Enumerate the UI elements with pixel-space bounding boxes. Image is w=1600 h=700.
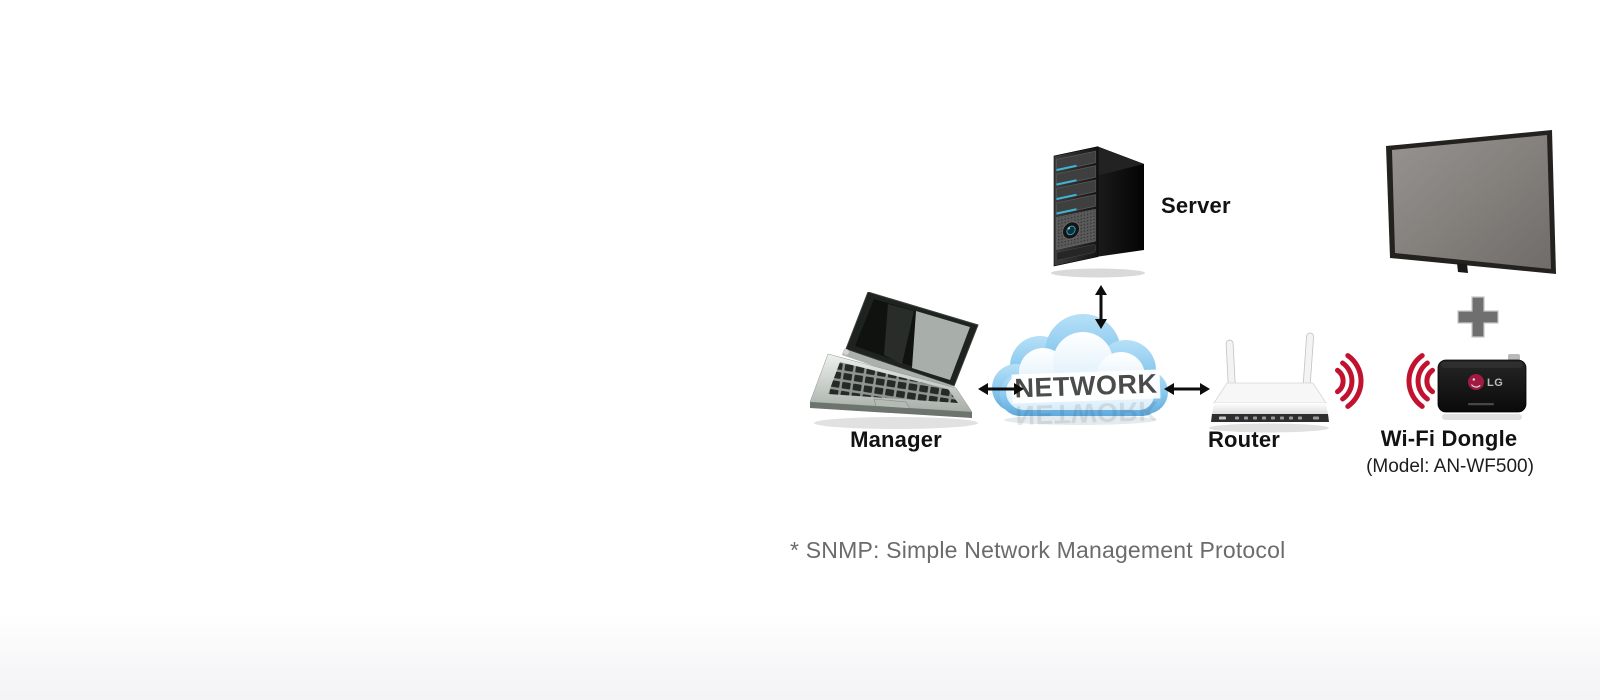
router-label: Router (1207, 427, 1281, 452)
arrow-manager-network (978, 383, 1024, 395)
network-label-reflection: NETWORK (1015, 395, 1159, 428)
arrow-network-router (1164, 383, 1210, 395)
network-label: NETWORK (1014, 369, 1158, 404)
cloud-icon: NETWORK NETWORK (992, 314, 1168, 428)
lg-logo: LG (1468, 374, 1503, 390)
server-label: Server (1161, 193, 1231, 218)
arrow-server-network (1095, 285, 1107, 329)
manager-label: Manager (850, 427, 942, 452)
wifi-dongle-label: Wi-Fi Dongle (1380, 426, 1518, 451)
plus-icon (1457, 296, 1499, 338)
snmp-footnote: * SNMP: Simple Network Management Protoc… (790, 537, 1286, 563)
wifi-dongle-icon: LG (1437, 354, 1527, 420)
wifi-dongle-model-label: (Model: AN-WF500) (1366, 456, 1534, 477)
lg-logo-text: LG (1487, 377, 1503, 389)
page-footer-fade (0, 612, 1600, 700)
wifi-signal-waves-dongle-icon (1406, 353, 1435, 409)
tv-display-icon (1386, 130, 1556, 274)
wireless-router-icon (1209, 332, 1329, 433)
laptop-icon (809, 292, 979, 429)
server-tower-icon (1051, 146, 1145, 278)
wifi-signal-waves-router-icon (1335, 353, 1364, 409)
